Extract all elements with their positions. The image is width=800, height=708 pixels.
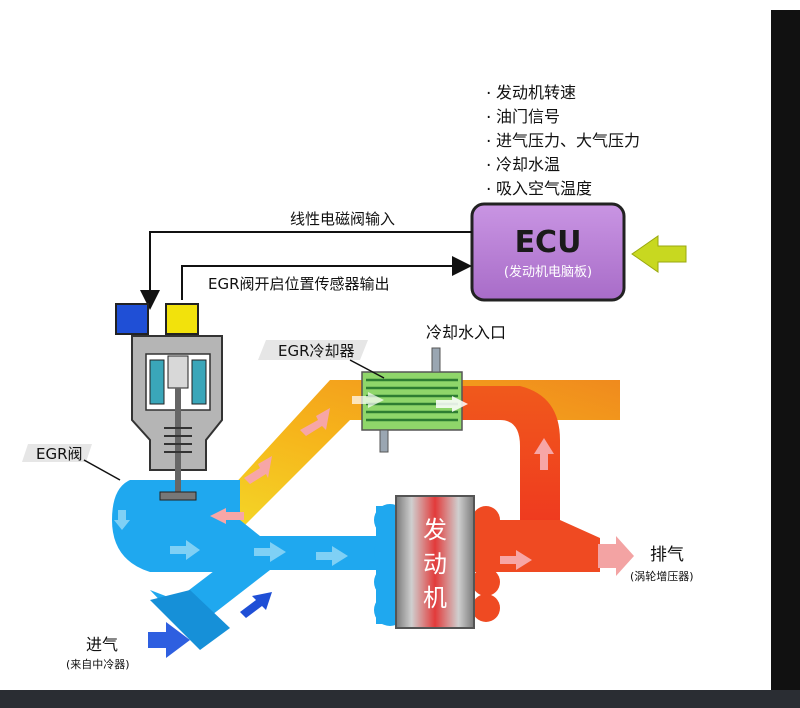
egr-cooler-label: EGR冷却器 <box>278 342 355 360</box>
intake-in-arrow <box>148 622 190 658</box>
ecu-input-item: 油门信号 <box>496 107 560 126</box>
ecu-input-bullet: · <box>486 84 491 104</box>
coolant-outlet-pipe <box>379 429 389 453</box>
engine-label-char: 动 <box>423 550 447 578</box>
mixing-chamber <box>112 480 260 572</box>
frame-edge <box>771 10 800 690</box>
coil-left <box>149 359 165 405</box>
valve-label-tag <box>22 444 92 462</box>
signal-lines: 线性电磁阀输入 EGR阀开启位置传感器输出 <box>140 210 472 310</box>
intake-inlet <box>150 590 230 650</box>
coolant-inlet-label: 冷却水入口 <box>426 323 506 342</box>
ecu-input-bullet: · <box>486 132 491 152</box>
ecu-input-item: 冷却水温 <box>496 155 560 174</box>
ecu-box: ECU (发动机电脑板) <box>470 202 626 302</box>
sensor-input-arrow <box>631 235 687 273</box>
solenoid-connector <box>115 303 149 335</box>
flow-arrows <box>114 392 554 618</box>
valve-label-leader <box>83 459 121 481</box>
valve-head <box>159 491 197 501</box>
bottom-band <box>0 690 800 708</box>
ecu-input-bullet: · <box>486 108 491 128</box>
ecu-input-item: 吸入空气温度 <box>496 179 592 198</box>
coil-right <box>191 359 207 405</box>
exhaust-out-arrow <box>598 536 634 576</box>
intake-label: 进气 <box>86 635 118 654</box>
sensor-signal-line <box>181 256 472 300</box>
position-sensor-connector <box>165 303 199 335</box>
ecu-input-bullet: · <box>486 156 491 176</box>
exhaust-note: (涡轮增压器) <box>630 569 694 583</box>
engine-block: 发 动 机 <box>395 495 475 629</box>
position-sensor-label: EGR阀开启位置传感器输出 <box>208 275 390 293</box>
exhaust-label: 排气 <box>650 545 684 565</box>
intake-note: (来自中冷器) <box>66 658 130 671</box>
coolant-inlet-pipe <box>431 347 441 373</box>
egr-valve-label: EGR阀 <box>36 445 83 463</box>
ecu-input-list: · 发动机转速 · 油门信号 · 进气压力、大气压力 · 冷却水温 · 吸入空气… <box>486 83 640 200</box>
cooler-label-tag <box>258 340 368 360</box>
solenoid-input-label: 线性电磁阀输入 <box>290 210 395 228</box>
ecu-subtitle: (发动机电脑板) <box>504 264 592 280</box>
ecu-input-item: 发动机转速 <box>496 83 576 102</box>
exhaust-loop-pipe <box>460 386 560 520</box>
engine-label-char: 机 <box>423 584 447 612</box>
egr-valve <box>115 303 223 501</box>
ecu-input-bullet: · <box>486 180 491 200</box>
ecu-input-item: 进气压力、大气压力 <box>496 131 640 150</box>
engine-label-char: 发 <box>423 516 447 544</box>
cooler-label-leader <box>349 359 385 379</box>
ecu-title: ECU <box>515 225 582 260</box>
solenoid-signal-line <box>140 231 472 310</box>
